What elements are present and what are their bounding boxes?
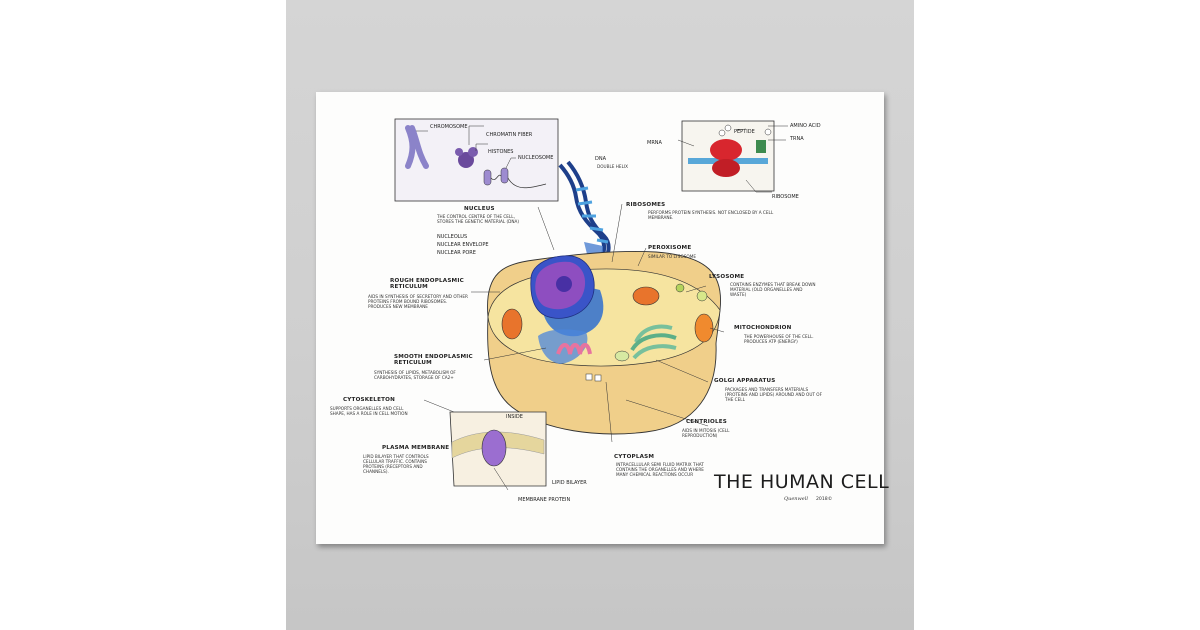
- label-cytoplasm: CYTOPLASM: [614, 454, 655, 460]
- label-inside: INSIDE: [506, 414, 523, 420]
- label-chromatin-fiber: CHROMATIN FIBER: [486, 132, 533, 138]
- label-peroxisome: PEROXISOME: [648, 245, 692, 251]
- label-cytoskeleton-desc: SUPPORTS ORGANELLES AND CELL SHAPE, HAS …: [330, 406, 408, 416]
- label-nucleus-desc: THE CONTROL CENTRE OF THE CELL, STORES T…: [437, 214, 519, 224]
- label-plasma-desc: LIPID BILAYER THAT CONTROLS CELLULAR TRA…: [363, 454, 429, 474]
- label-peptide: PEPTIDE: [734, 129, 755, 135]
- label-golgi: GOLGI APPARATUS: [714, 378, 776, 384]
- cell-poster: CHROMOSOME CHROMATIN FIBER HISTONES NUCL…: [316, 92, 889, 544]
- label-ribosomes-desc: PERFORMS PROTEIN SYNTHESIS. NOT ENCLOSED…: [648, 210, 774, 220]
- label-mitochondrion-desc: THE POWERHOUSE OF THE CELL. PRODUCES ATP…: [744, 334, 814, 344]
- nucleus-organelle: [530, 255, 595, 319]
- label-rough-er-desc: AIDS IN SYNTHESIS OF SECRETORY AND OTHER…: [368, 294, 468, 309]
- label-rough-er: ROUGH ENDOPLASMIC RETICULUM: [390, 278, 464, 290]
- label-nucleus: NUCLEUS: [464, 206, 495, 212]
- label-smooth-er: SMOOTH ENDOPLASMIC RETICULUM: [394, 354, 473, 366]
- label-golgi-desc: PACKAGES AND TRANSFERS MATERIALS (PROTEI…: [725, 387, 822, 402]
- label-lipid-bilayer: LIPID BILAYER: [552, 480, 587, 486]
- label-nucleolus: NUCLEOLUS: [437, 234, 468, 240]
- label-dna: DNA: [595, 156, 607, 162]
- label-cytoplasm-desc: INTRACELLULAR SEMI FLUID MATRIX THAT CON…: [616, 462, 704, 477]
- label-nucleosome: NUCLEOSOME: [518, 155, 554, 161]
- dna-helix: [558, 160, 611, 264]
- label-centrioles: CENTRIOLES: [686, 419, 727, 425]
- label-membrane-protein: MEMBRANE PROTEIN: [518, 497, 571, 503]
- label-ribosomes: RIBOSOMES: [626, 202, 666, 208]
- label-histones: HISTONES: [488, 149, 514, 155]
- label-dna-desc: DOUBLE HELIX: [597, 164, 628, 169]
- leader-lines: [423, 203, 725, 491]
- label-nuclear-envelope: NUCLEAR ENVELOPE: [437, 242, 489, 248]
- label-cytoskeleton: CYTOSKELETON: [343, 397, 395, 403]
- poster-year: 2018©: [816, 497, 833, 502]
- label-smooth-er-desc: SYNTHESIS OF LIPIDS, METABOLISM OF CARBO…: [374, 370, 456, 380]
- label-centrioles-desc: AIDS IN MITOSIS (CELL REPRODUCTION): [682, 428, 730, 438]
- label-ribosome-inset: RIBOSOME: [772, 194, 799, 200]
- label-trna: tRNA: [790, 136, 804, 142]
- label-lysosome: LYSOSOME: [709, 274, 745, 280]
- cell-body: [487, 251, 722, 435]
- ribosome-inset: [677, 120, 788, 193]
- smooth-er-organelle: [556, 283, 708, 382]
- chromatin-inset: [394, 118, 559, 202]
- golgi-organelle: [614, 324, 677, 362]
- label-mrna: mRNA: [647, 140, 662, 146]
- label-chromosome: CHROMOSOME: [430, 124, 468, 130]
- membrane-inset: [449, 411, 547, 487]
- mitochondrion-organelle: [501, 286, 714, 343]
- label-lysosome-desc: CONTAINS ENZYMES THAT BREAK DOWN MATERIA…: [730, 282, 816, 297]
- label-plasma-membrane: PLASMA MEMBRANE: [382, 445, 450, 451]
- label-amino-acid: AMINO ACID: [790, 123, 821, 129]
- artist-signature: Quenwell: [784, 496, 808, 502]
- label-nuclear-pore: NUCLEAR PORE: [437, 250, 476, 256]
- label-peroxisome-desc: SIMILAR TO LYSOSOME: [648, 254, 696, 259]
- cell-illustration: [394, 118, 788, 491]
- poster-title: THE HUMAN CELL: [714, 471, 890, 493]
- label-mitochondrion: MITOCHONDRION: [734, 325, 792, 331]
